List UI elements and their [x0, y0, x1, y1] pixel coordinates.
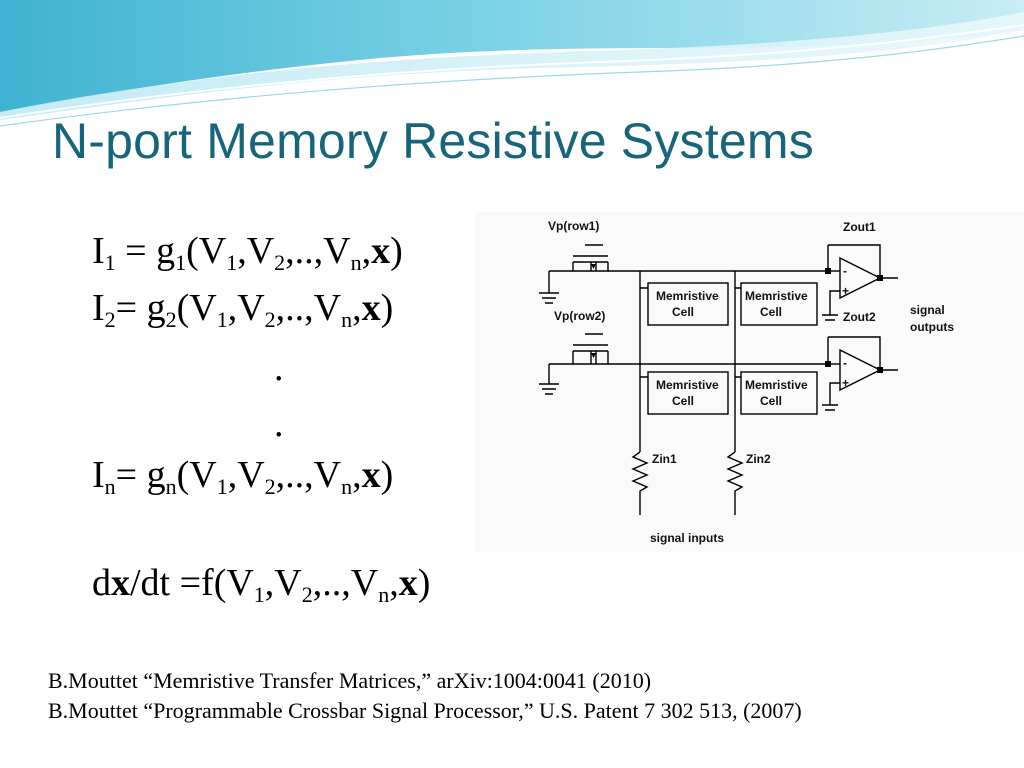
circuit-nodes: [591, 264, 883, 373]
slide-title: N-port Memory Resistive Systems: [52, 113, 814, 169]
cell-2-1-line1: Memristive: [656, 378, 719, 392]
opamp1-minus: -: [843, 264, 847, 278]
circuit-wires: [539, 244, 898, 515]
cell-2-2-line2: Cell: [760, 394, 782, 408]
ellipsis-dot-1: .: [274, 347, 284, 389]
label-zin1: Zin1: [652, 452, 677, 466]
label-signal-outputs-2: outputs: [910, 320, 954, 334]
equation-i1: I1 = g1(V1,V2,..,Vn,x): [92, 230, 403, 275]
label-vp-row1: Vp(row1): [548, 219, 599, 233]
equation-dxdt: dx/dt =f(V1,V2,..,Vn,x): [92, 562, 431, 607]
label-signal-outputs-1: signal: [910, 303, 945, 317]
cell-1-2-line1: Memristive: [745, 289, 808, 303]
label-vp-row2: Vp(row2): [554, 309, 605, 323]
cell-1-2-line2: Cell: [760, 305, 782, 319]
label-zin2: Zin2: [746, 452, 771, 466]
cell-2-1-line2: Cell: [672, 394, 694, 408]
opamp2-minus: -: [843, 356, 847, 370]
cell-1-1-line1: Memristive: [656, 289, 719, 303]
label-signal-inputs: signal inputs: [650, 531, 724, 545]
ellipsis-dot-2: .: [274, 403, 284, 445]
equation-in: In= gn(V1,V2,..,Vn,x): [92, 454, 394, 499]
reference-1: B.Mouttet “Memristive Transfer Matrices,…: [48, 668, 652, 693]
header-wave-decoration: [0, 0, 1024, 127]
cell-1-1-line2: Cell: [672, 305, 694, 319]
reference-2: B.Mouttet “Programmable Crossbar Signal …: [48, 698, 802, 723]
opamp2-plus: +: [842, 376, 849, 390]
crossbar-circuit-diagram: Vp(row1) Vp(row2) Memristive Cell Memris…: [475, 212, 1024, 552]
equation-i2: I2= g2(V1,V2,..,Vn,x): [92, 287, 394, 332]
label-zout2: Zout2: [843, 310, 876, 324]
opamp1-plus: +: [842, 284, 849, 298]
cell-2-2-line1: Memristive: [745, 378, 808, 392]
label-zout1: Zout1: [843, 220, 876, 234]
